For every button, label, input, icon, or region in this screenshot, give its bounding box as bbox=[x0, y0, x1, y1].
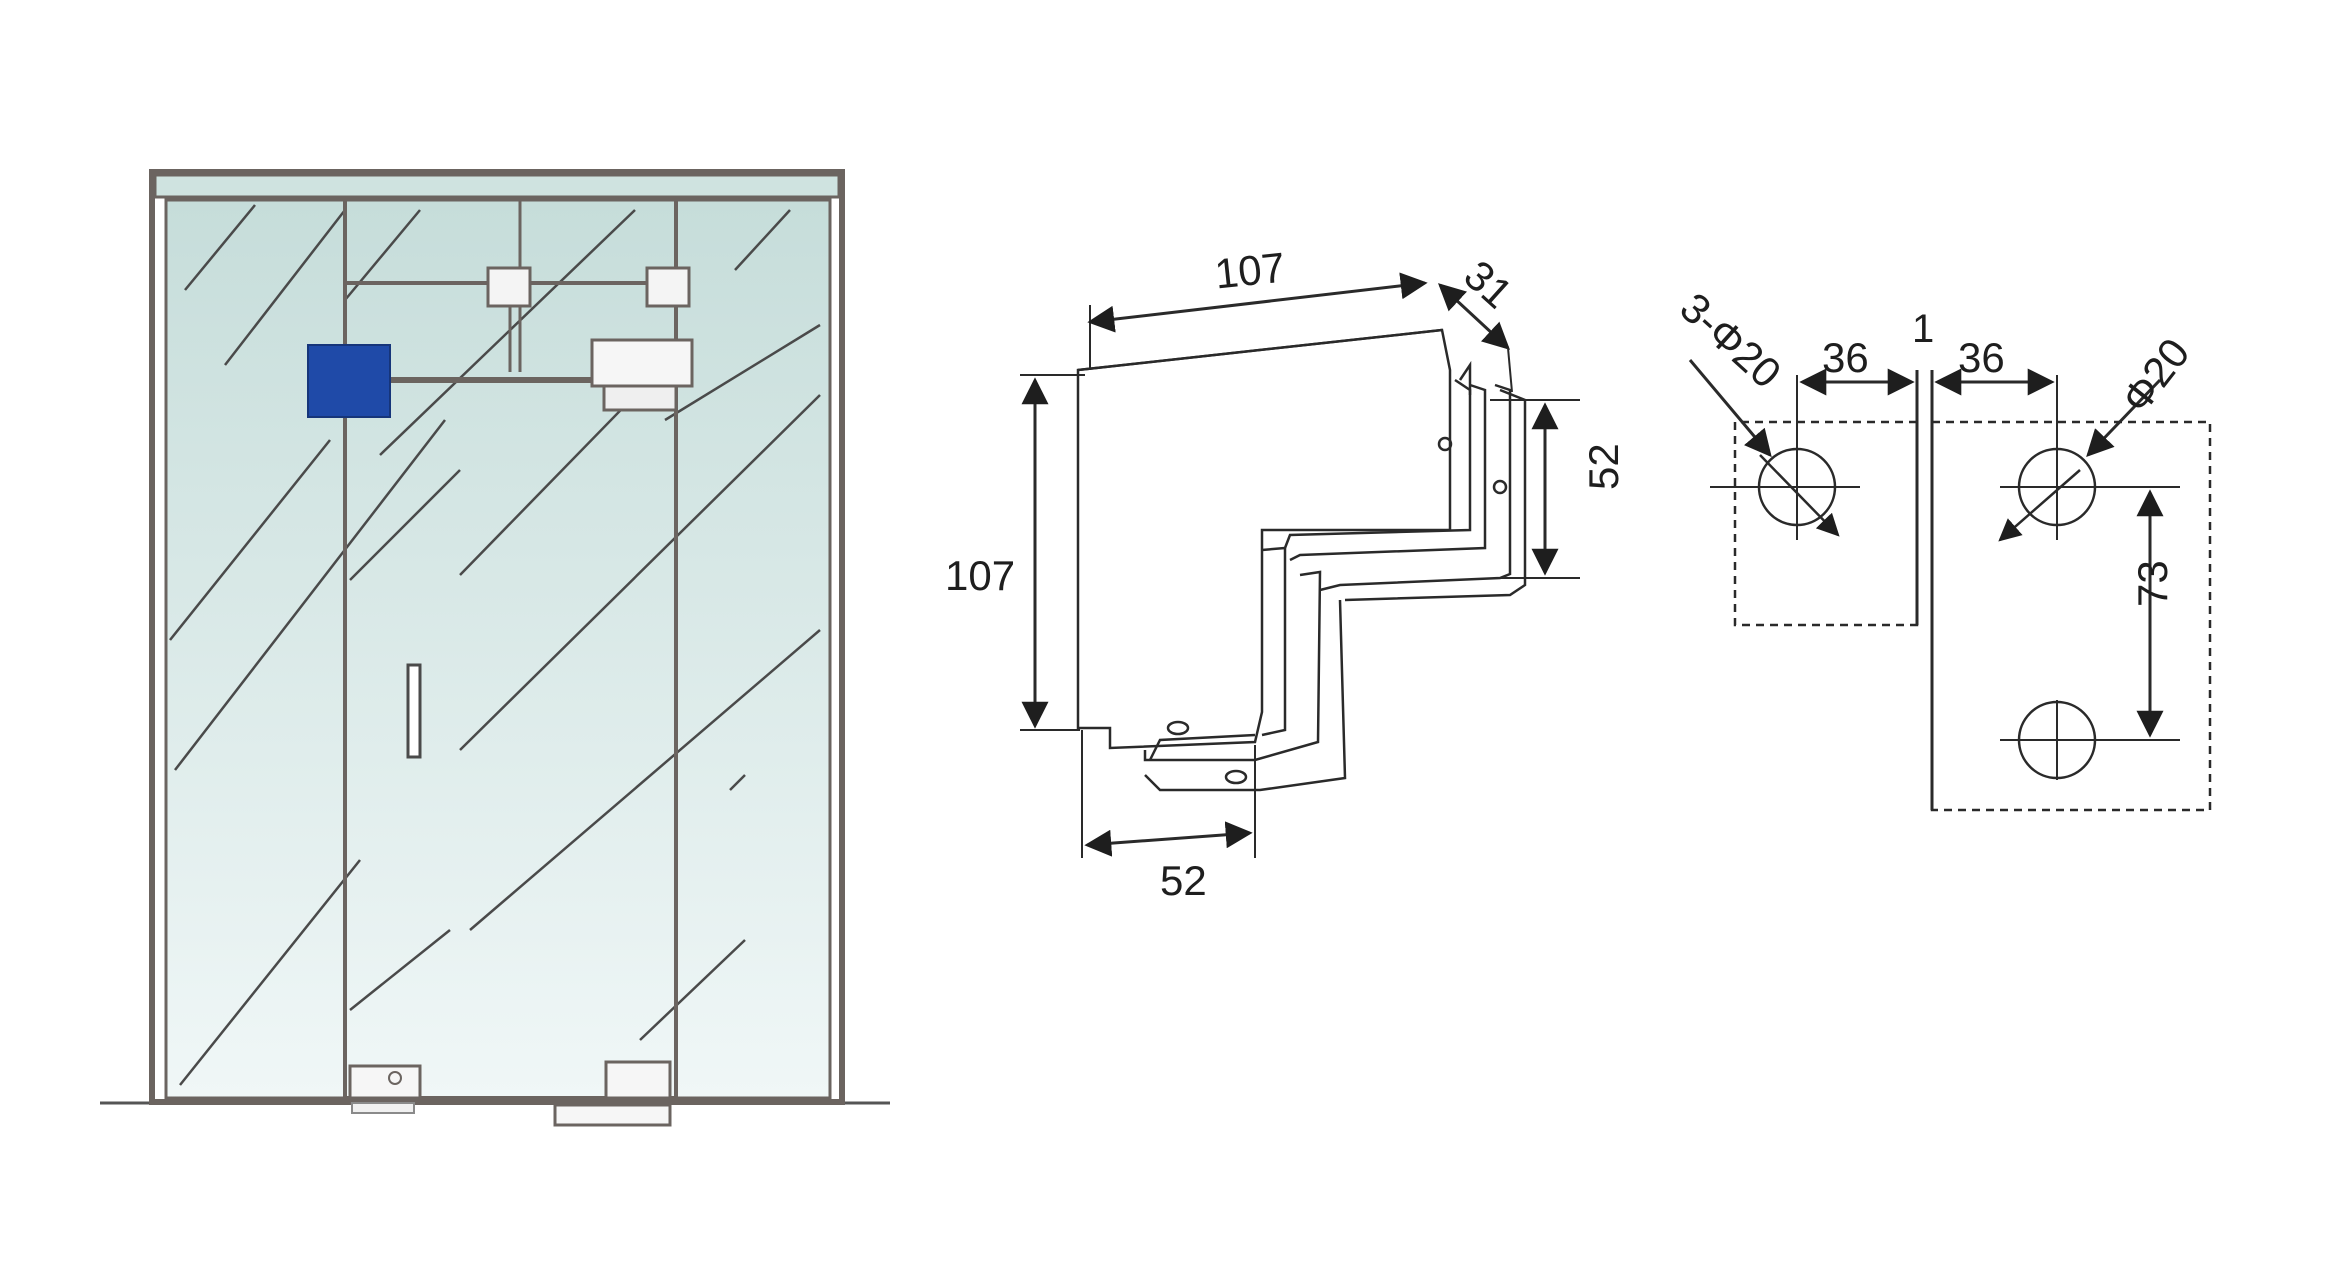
fitting-side-view bbox=[1020, 272, 1580, 858]
hole-layout-labels: 3-Φ20 36 1 36 Φ20 73 bbox=[1671, 283, 2198, 607]
top-pivot-fitting-highlight bbox=[307, 344, 391, 418]
bottom-lock-fitting bbox=[604, 1060, 672, 1100]
hole-right-top-diameter bbox=[1998, 469, 2081, 542]
dim-step-label: 52 bbox=[1580, 443, 1627, 490]
holes-left-label: 3-Φ20 bbox=[1671, 283, 1790, 397]
bottom-pivot-spindle bbox=[388, 1071, 402, 1085]
dim-depth-line bbox=[1438, 283, 1510, 350]
leader-holes-left bbox=[1688, 359, 1772, 458]
fitting-screw-4 bbox=[1224, 769, 1248, 785]
fitting-channel-2 bbox=[1283, 378, 1472, 549]
fitting-tab-bottom bbox=[1148, 733, 1256, 761]
patch-fitting-1 bbox=[486, 266, 532, 308]
patch-fitting-2 bbox=[645, 266, 691, 308]
dim-right-offset-label: 36 bbox=[1958, 334, 2005, 381]
bottom-pivot-fitting bbox=[348, 1064, 422, 1100]
right-plate-outline bbox=[1930, 420, 2212, 812]
hole-right-label: Φ20 bbox=[2112, 329, 2198, 421]
transom-bar bbox=[153, 173, 841, 199]
fitting-tab-top bbox=[1458, 360, 1472, 395]
dim-depth-ext bbox=[1507, 347, 1513, 393]
dim-height-label: 107 bbox=[945, 552, 1015, 599]
fitting-screw-1 bbox=[1437, 436, 1453, 452]
fitting-screw-2 bbox=[1492, 479, 1508, 495]
dim-bottom-label: 52 bbox=[1160, 857, 1207, 904]
fitting-channel-7 bbox=[1344, 388, 1527, 602]
dim-top-width-line bbox=[1087, 272, 1428, 333]
fitting-channel-6 bbox=[1144, 599, 1347, 792]
outer-frame bbox=[149, 169, 845, 1105]
door-handle bbox=[406, 663, 422, 759]
top-patch-lock bbox=[590, 338, 694, 388]
fitting-body-outline bbox=[1076, 328, 1452, 750]
glass-panel bbox=[164, 198, 832, 1100]
fitting-channel-1 bbox=[1261, 546, 1287, 737]
hole-layout bbox=[1688, 359, 2212, 812]
top-patch-lock-lower bbox=[602, 384, 678, 412]
door-illustration bbox=[100, 169, 890, 1127]
dim-vertical-label: 73 bbox=[2129, 560, 2176, 607]
floor-strike-plate bbox=[553, 1103, 672, 1127]
fitting-top-edge bbox=[1077, 328, 1443, 372]
glass-reflections bbox=[169, 204, 821, 1086]
leader-hole-right bbox=[2086, 378, 2162, 457]
fitting-channel-5 bbox=[1319, 383, 1512, 592]
fitting-channel-4 bbox=[1143, 570, 1322, 762]
dim-bottom-line bbox=[1084, 821, 1253, 857]
gap-label: 1 bbox=[1912, 307, 1934, 351]
fitting-screw-3 bbox=[1166, 720, 1190, 736]
dim-left-offset-label: 36 bbox=[1822, 334, 1869, 381]
floor-spring-cover bbox=[351, 1102, 415, 1114]
fitting-channel-3 bbox=[1289, 383, 1487, 562]
hole-left-diameter bbox=[1759, 454, 1840, 537]
dim-top-width-label: 107 bbox=[1213, 243, 1288, 297]
